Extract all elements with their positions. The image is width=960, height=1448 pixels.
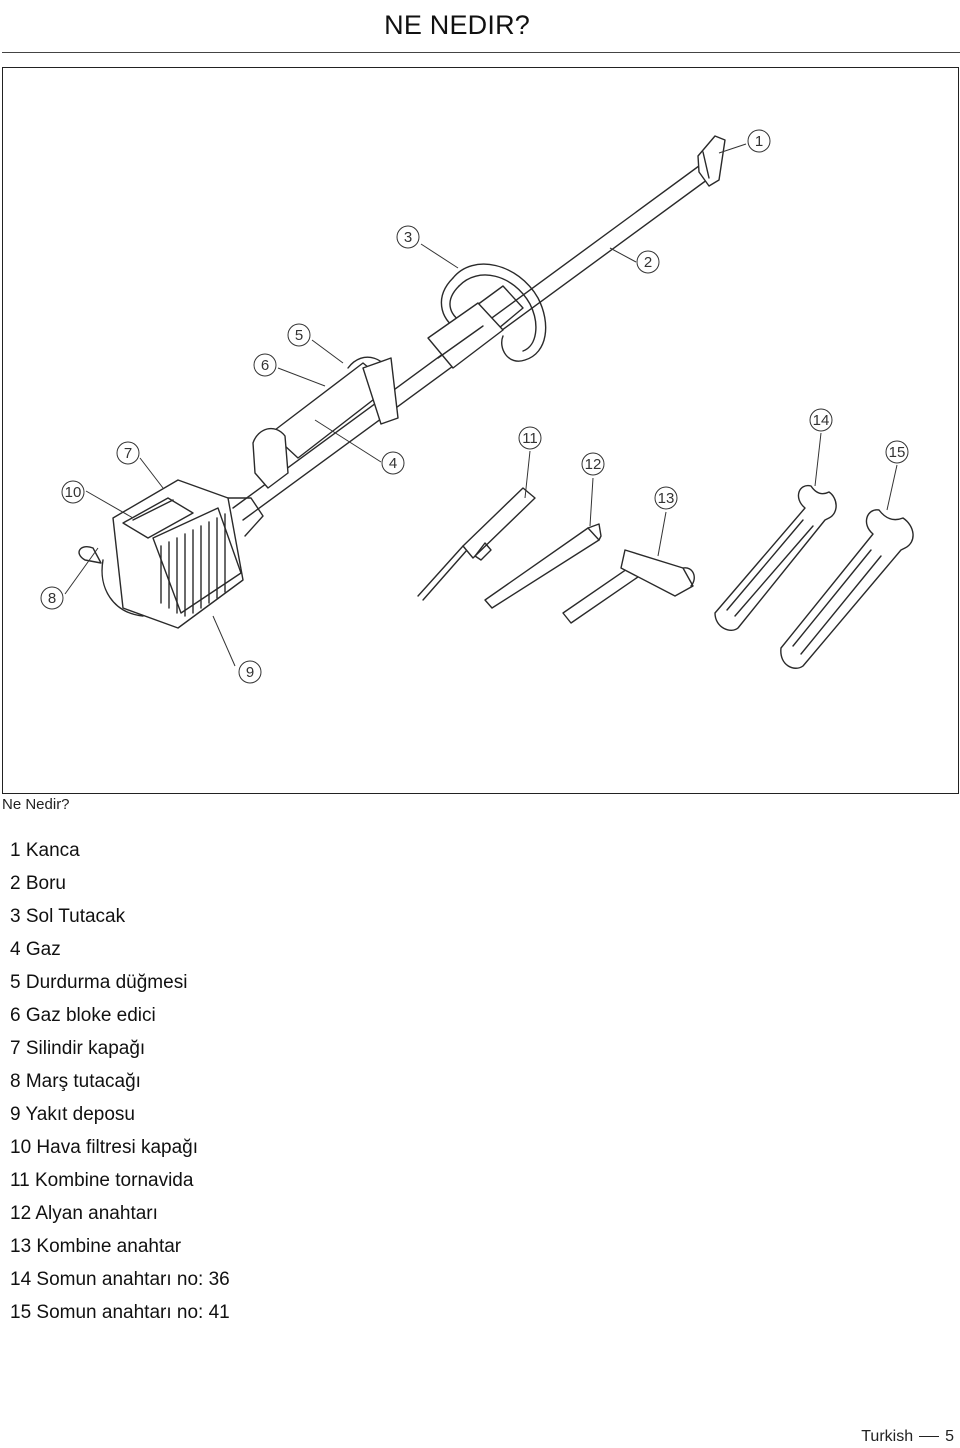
callout-circle-1 <box>747 129 771 153</box>
list-item: 11 Kombine tornavida <box>10 1170 194 1191</box>
callout-label-10: 10 <box>65 484 82 501</box>
callout-label-14: 14 <box>813 412 830 429</box>
list-item: 7 Silindir kapağı <box>10 1038 146 1059</box>
callout-label-8: 8 <box>48 590 56 607</box>
callout-label-9: 9 <box>246 664 254 681</box>
list-item: 15 Somun anahtarı no: 41 <box>10 1302 230 1323</box>
callout-circle-12 <box>581 452 605 476</box>
footer-language: Turkish <box>861 1428 914 1445</box>
callout-label-2: 2 <box>644 254 652 271</box>
list-item: 12 Alyan anahtarı <box>10 1203 158 1224</box>
callout-circle-2 <box>636 250 660 274</box>
callout-label-1: 1 <box>755 133 763 150</box>
callout-circle-10 <box>61 480 85 504</box>
header-divider <box>2 52 960 53</box>
page-footer: Turkish 5 <box>861 1428 954 1446</box>
engine-unit <box>78 479 264 629</box>
list-item: 13 Kombine anahtar <box>10 1236 182 1257</box>
list-item: 6 Gaz bloke edici <box>10 1005 156 1026</box>
callout-label-4: 4 <box>389 455 397 472</box>
page-title: NE NEDIR? <box>384 10 530 40</box>
callout-circle-15 <box>885 440 909 464</box>
callout-label-11: 11 <box>522 430 538 447</box>
list-item: 5 Durdurma düğmesi <box>10 972 188 993</box>
combination-screwdriver <box>417 487 536 601</box>
callout-circle-14 <box>809 408 833 432</box>
allen-key <box>484 523 602 609</box>
figure-caption: Ne Nedir? <box>2 796 70 813</box>
list-item: 3 Sol Tutacak <box>10 906 126 927</box>
combination-wrench <box>562 549 695 624</box>
callout-label-15: 15 <box>889 444 906 461</box>
list-item: 1 Kanca <box>10 840 80 861</box>
coupling <box>427 302 504 369</box>
callout-label-5: 5 <box>295 327 303 344</box>
list-item: 2 Boru <box>10 873 66 894</box>
callout-label-12: 12 <box>585 456 602 473</box>
callout-circle-7 <box>116 441 140 465</box>
callout-label-6: 6 <box>261 357 269 374</box>
callout-circle-6 <box>253 353 277 377</box>
list-item: 9 Yakıt deposu <box>10 1104 136 1125</box>
throttle-grip <box>252 356 399 489</box>
callout-label-13: 13 <box>658 490 675 507</box>
callout-circle-11 <box>518 426 542 450</box>
callout-circle-5 <box>287 323 311 347</box>
spanner-36 <box>714 484 837 631</box>
list-item: 4 Gaz <box>10 939 61 960</box>
callout-circle-8 <box>40 586 64 610</box>
footer-dash <box>919 1436 940 1438</box>
callout-label-7: 7 <box>124 445 132 462</box>
parts-diagram: 1 2 3 4 5 6 7 8 9 10 11 12 13 14 15 <box>2 67 959 794</box>
list-item: 10 Hava filtresi kapağı <box>10 1137 198 1158</box>
list-item: 14 Somun anahtarı no: 36 <box>10 1269 230 1290</box>
list-item: 8 Marş tutacağı <box>10 1071 141 1092</box>
loop-handle <box>440 263 547 362</box>
hook <box>697 135 726 187</box>
callout-circle-9 <box>238 660 262 684</box>
callout-circle-4 <box>381 451 405 475</box>
callout-label-3: 3 <box>404 229 412 246</box>
page-number: 5 <box>945 1428 954 1445</box>
callout-circle-3 <box>396 225 420 249</box>
spanner-41 <box>780 509 914 669</box>
callout-circle-13 <box>654 486 678 510</box>
tool-illustration: 1 2 3 4 5 6 7 8 9 10 11 12 13 14 15 <box>40 129 914 684</box>
parts-list: 1 Kanca 2 Boru 3 Sol Tutacak 4 Gaz 5 Dur… <box>10 834 230 1329</box>
